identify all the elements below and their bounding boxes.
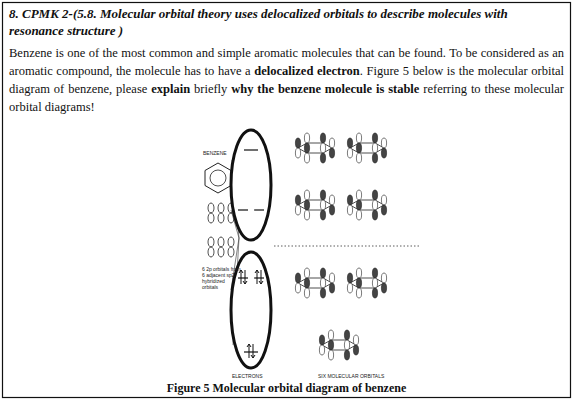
axis-label: ELECTRONS — [232, 373, 272, 379]
emphasis-text: delocalized electron — [254, 64, 359, 78]
body-text: briefly — [194, 82, 227, 96]
question-body: Benzene is one of the most common and si… — [9, 44, 564, 116]
figure-caption: Figure 5 Molecular orbital diagram of be… — [0, 381, 573, 395]
figure-label: BENZENE — [203, 150, 243, 156]
question-heading: 8. CPMK 2-(5.8. Molecular orbital theory… — [9, 5, 564, 39]
emphasis-text: why the benzene molecule is stable — [231, 82, 419, 96]
figure-note: 6 2p orbitals from 6 adjacent sp2 hybrid… — [202, 266, 242, 290]
emphasis-text: explain — [151, 82, 190, 96]
axis-label: SIX MOLECULAR ORBITALS — [318, 373, 408, 379]
